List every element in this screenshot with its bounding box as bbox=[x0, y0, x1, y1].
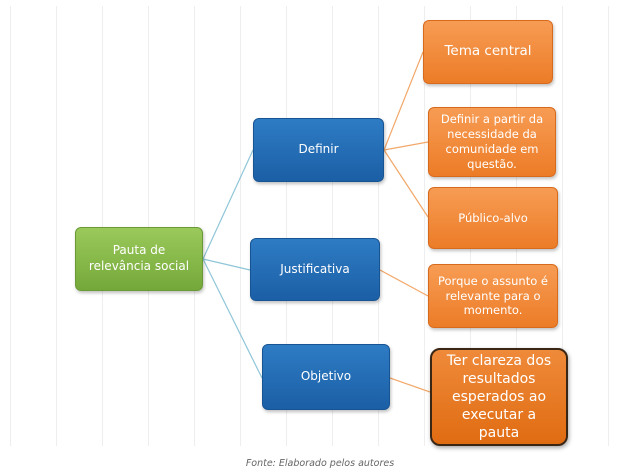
leaf-label-publico-alvo: Público-alvo bbox=[458, 210, 528, 225]
connector-root-definir bbox=[202, 149, 254, 260]
connector-root-objetivo bbox=[202, 258, 263, 379]
connector-justificativa-porque bbox=[379, 269, 429, 297]
leaf-node-objetivo: Ter clareza dos resultados esperados ao … bbox=[430, 348, 568, 446]
branch-label-justificativa: Justificativa bbox=[280, 261, 350, 276]
branch-node-objetivo: Objetivo bbox=[262, 344, 390, 410]
leaf-node-definicao: Definir a partir da necessidade da comun… bbox=[428, 107, 556, 177]
connector-definir-publico bbox=[383, 149, 429, 218]
connector-root-justificativa bbox=[202, 258, 251, 271]
leaf-label-definicao: Definir a partir da necessidade da comun… bbox=[440, 112, 544, 171]
root-node: Pauta de relevância social bbox=[75, 227, 203, 291]
leaf-node-tema-central: Tema central bbox=[423, 20, 553, 84]
leaf-label-justificativa: Porque o assunto é relevante para o mome… bbox=[438, 273, 548, 318]
branch-node-justificativa: Justificativa bbox=[250, 238, 380, 301]
leaf-label-objetivo: Ter clareza dos resultados esperados ao … bbox=[446, 352, 552, 442]
connector-definir-tema bbox=[383, 51, 424, 151]
connector-objetivo-clareza bbox=[389, 377, 431, 393]
branch-label-definir: Definir bbox=[298, 142, 339, 157]
root-label: Pauta de relevância social bbox=[88, 243, 190, 273]
leaf-node-justificativa: Porque o assunto é relevante para o mome… bbox=[428, 264, 558, 328]
connector-definir-definicao bbox=[383, 141, 429, 151]
branch-node-definir: Definir bbox=[253, 118, 384, 182]
source-caption: Fonte: Elaborado pelos autores bbox=[245, 458, 395, 469]
branch-label-objetivo: Objetivo bbox=[300, 369, 352, 384]
leaf-label-tema-central: Tema central bbox=[444, 43, 532, 60]
leaf-node-publico-alvo: Público-alvo bbox=[428, 187, 558, 249]
